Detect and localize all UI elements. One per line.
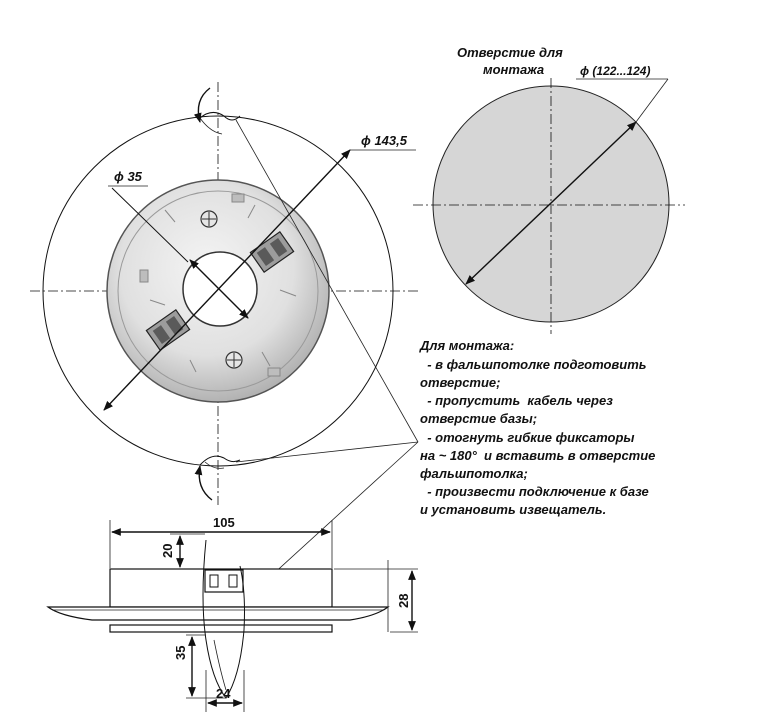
depth-label: 20 [160,544,175,558]
instruction-line: отверстие базы; [420,411,537,426]
outer-diameter-label: ϕ 143,5 [361,133,408,148]
screw-bottom-icon [225,351,243,369]
width-label: 105 [213,515,235,530]
mounting-hole-title-line1: Отверстие для [457,45,563,60]
clip-length-label: 35 [173,646,188,660]
instruction-line: и установить извещатель. [420,502,606,517]
instruction-line: отверстие; [420,375,501,390]
mounting-hole-diameter-leader [635,78,669,123]
rotate-arrow-top-icon [193,87,211,123]
mounting-hole-diameter-label: ϕ (122...124) [580,64,650,78]
base-side-bottom-plate [109,624,333,633]
mounting-hole-view: Отверстие для монтажа ϕ (122...124) [413,45,685,334]
instruction-line: - в фальшпотолке подготовить [420,357,646,372]
mounting-hole-title-line2: монтажа [483,62,544,77]
top-view: ϕ 35 ϕ 143,5 [30,82,420,609]
instruction-line: - произвести подключение к базе [420,484,649,499]
screw-top-icon [200,210,218,228]
spring-clip-bottom [199,455,241,469]
spring-clip-top [199,112,241,135]
hole-diameter-label: ϕ 35 [114,169,143,184]
rotate-arrow-bottom-icon [194,465,213,501]
instruction-line: - пропустить кабель через [420,393,613,408]
instruction-line: фальшпотолка; [420,466,528,481]
base-side-flange [46,606,390,621]
clip-width-label: 24 [216,686,231,701]
height-label: 28 [396,594,411,608]
instruction-line: - отогнуть гибкие фиксаторы [420,430,635,445]
mounting-hole-diameter-dimension [465,121,637,285]
instructions: Для монтажа: - в фальшпотолке подготовит… [419,338,655,517]
side-view: 105 20 28 35 24 [46,515,418,712]
clip-leader-top [235,119,419,443]
outer-diameter-dimension [103,149,351,411]
clip-leader-bottom [235,441,419,463]
instruction-line: на ~ 180° и вставить в отверстие [420,448,655,463]
flange-outline [42,115,394,467]
instructions-heading: Для монтажа: [419,338,514,353]
